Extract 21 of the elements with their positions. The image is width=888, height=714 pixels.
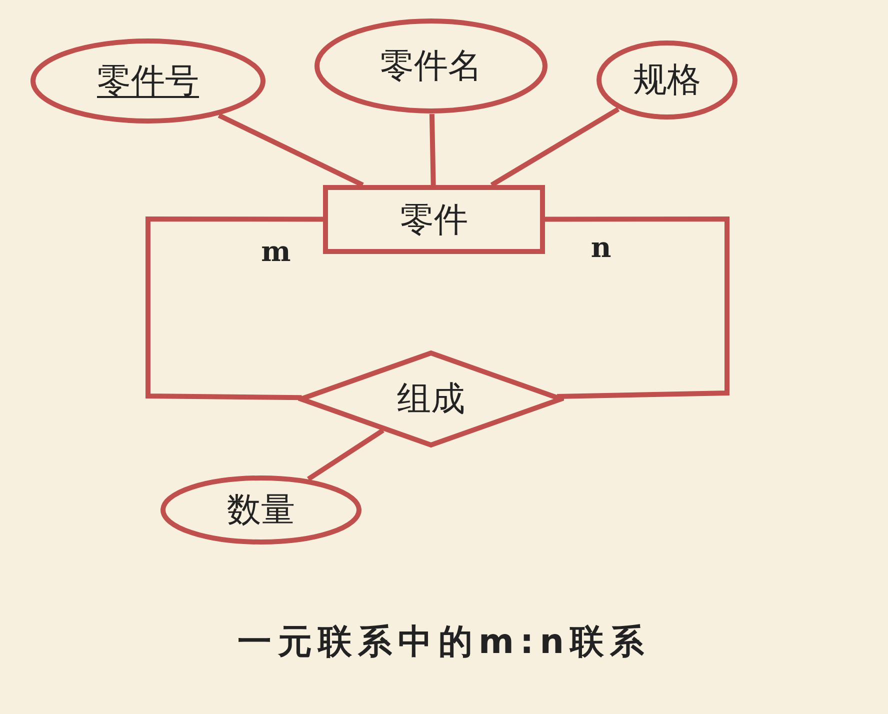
attribute-ellipse — [596, 40, 738, 120]
cardinality-label: n — [590, 234, 612, 262]
connector-line — [429, 114, 436, 186]
relationship-diamond — [298, 350, 564, 448]
node-text: 数量 — [227, 493, 295, 527]
connector-line — [490, 106, 620, 188]
node-text: 零件 — [400, 202, 468, 236]
connector-line — [218, 113, 364, 188]
caption: 一元联系中的m:n联系 — [236, 621, 652, 664]
node-text: 规格 — [633, 63, 701, 97]
attribute-ellipse — [160, 475, 362, 545]
node-text: 零件名 — [380, 49, 482, 83]
cardinality-label: m — [261, 238, 291, 266]
key-attribute-text: 零件号 — [97, 64, 199, 98]
node-text: 组成 — [397, 382, 465, 416]
entity-rectangle — [323, 185, 545, 254]
attribute-ellipse — [314, 18, 548, 114]
connector-line — [545, 216, 730, 399]
attribute-ellipse — [30, 38, 266, 124]
connector-line — [306, 428, 384, 482]
connector-line — [146, 216, 323, 400]
